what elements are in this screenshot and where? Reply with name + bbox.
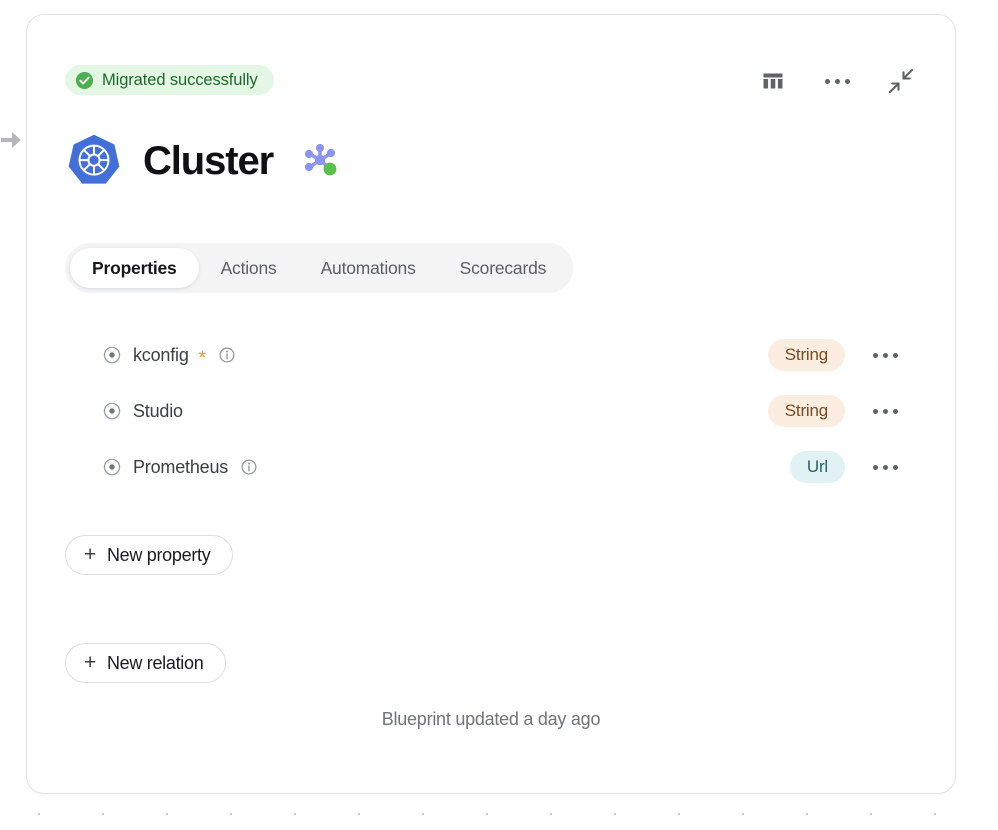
property-type-badge: String [767,395,845,427]
check-circle-icon [75,71,94,89]
arrow-pointer-icon [1,132,21,148]
property-type-badge: Url [789,451,845,483]
header-actions [755,63,919,99]
row-more-icon[interactable] [863,464,907,470]
properties-list: kconfig * String Studio [65,327,935,495]
status-badge-label: Migrated successfully [102,70,258,89]
property-info: kconfig * [103,344,768,369]
property-info: Prometheus [103,457,790,478]
property-type-badge: String [767,339,845,371]
new-relation-button[interactable]: + New relation [65,643,227,683]
blueprint-card: Migrated successfully [26,14,956,794]
tab-actions[interactable]: Actions [220,257,277,278]
tab-properties[interactable]: Properties [70,248,199,288]
table-row[interactable]: Prometheus Url [65,439,935,495]
property-info: Studio [103,401,768,422]
more-options-dots [824,78,850,84]
table-row[interactable]: Studio String [65,383,935,439]
table-view-icon[interactable] [755,63,791,99]
plus-icon: + [84,542,96,566]
status-badge: Migrated successfully [65,65,274,95]
new-property-button[interactable]: + New property [65,535,234,575]
blueprint-graph-icon [305,143,337,176]
required-asterisk: * [198,347,207,369]
radio-dot-icon [103,458,121,476]
tab-bar: Properties Actions Automations Scorecard… [65,243,574,293]
collapse-icon[interactable] [883,63,919,99]
tab-scorecards[interactable]: Scorecards [459,257,547,278]
row-more-icon[interactable] [863,352,907,358]
radio-dot-icon [103,346,121,364]
new-property-label: New property [106,544,211,565]
title-row: Cluster [65,132,341,190]
kubernetes-logo-icon [68,134,120,184]
more-options-icon[interactable] [819,63,855,99]
tab-automations[interactable]: Automations [320,257,416,278]
row-more-dots [872,408,898,414]
info-icon[interactable] [219,347,235,363]
property-name: kconfig [133,344,189,365]
property-name: Prometheus [133,456,229,477]
property-name: Studio [133,400,183,421]
plus-icon: + [84,650,96,674]
radio-dot-icon [103,402,121,420]
page-title: Cluster [143,139,274,183]
blueprint-updated-text: Blueprint updated a day ago [381,709,601,729]
row-more-icon[interactable] [863,408,907,414]
table-row[interactable]: kconfig * String [65,327,935,383]
row-more-dots [872,352,898,358]
row-more-dots [872,464,898,470]
new-relation-label: New relation [106,652,204,673]
info-icon[interactable] [241,459,257,475]
